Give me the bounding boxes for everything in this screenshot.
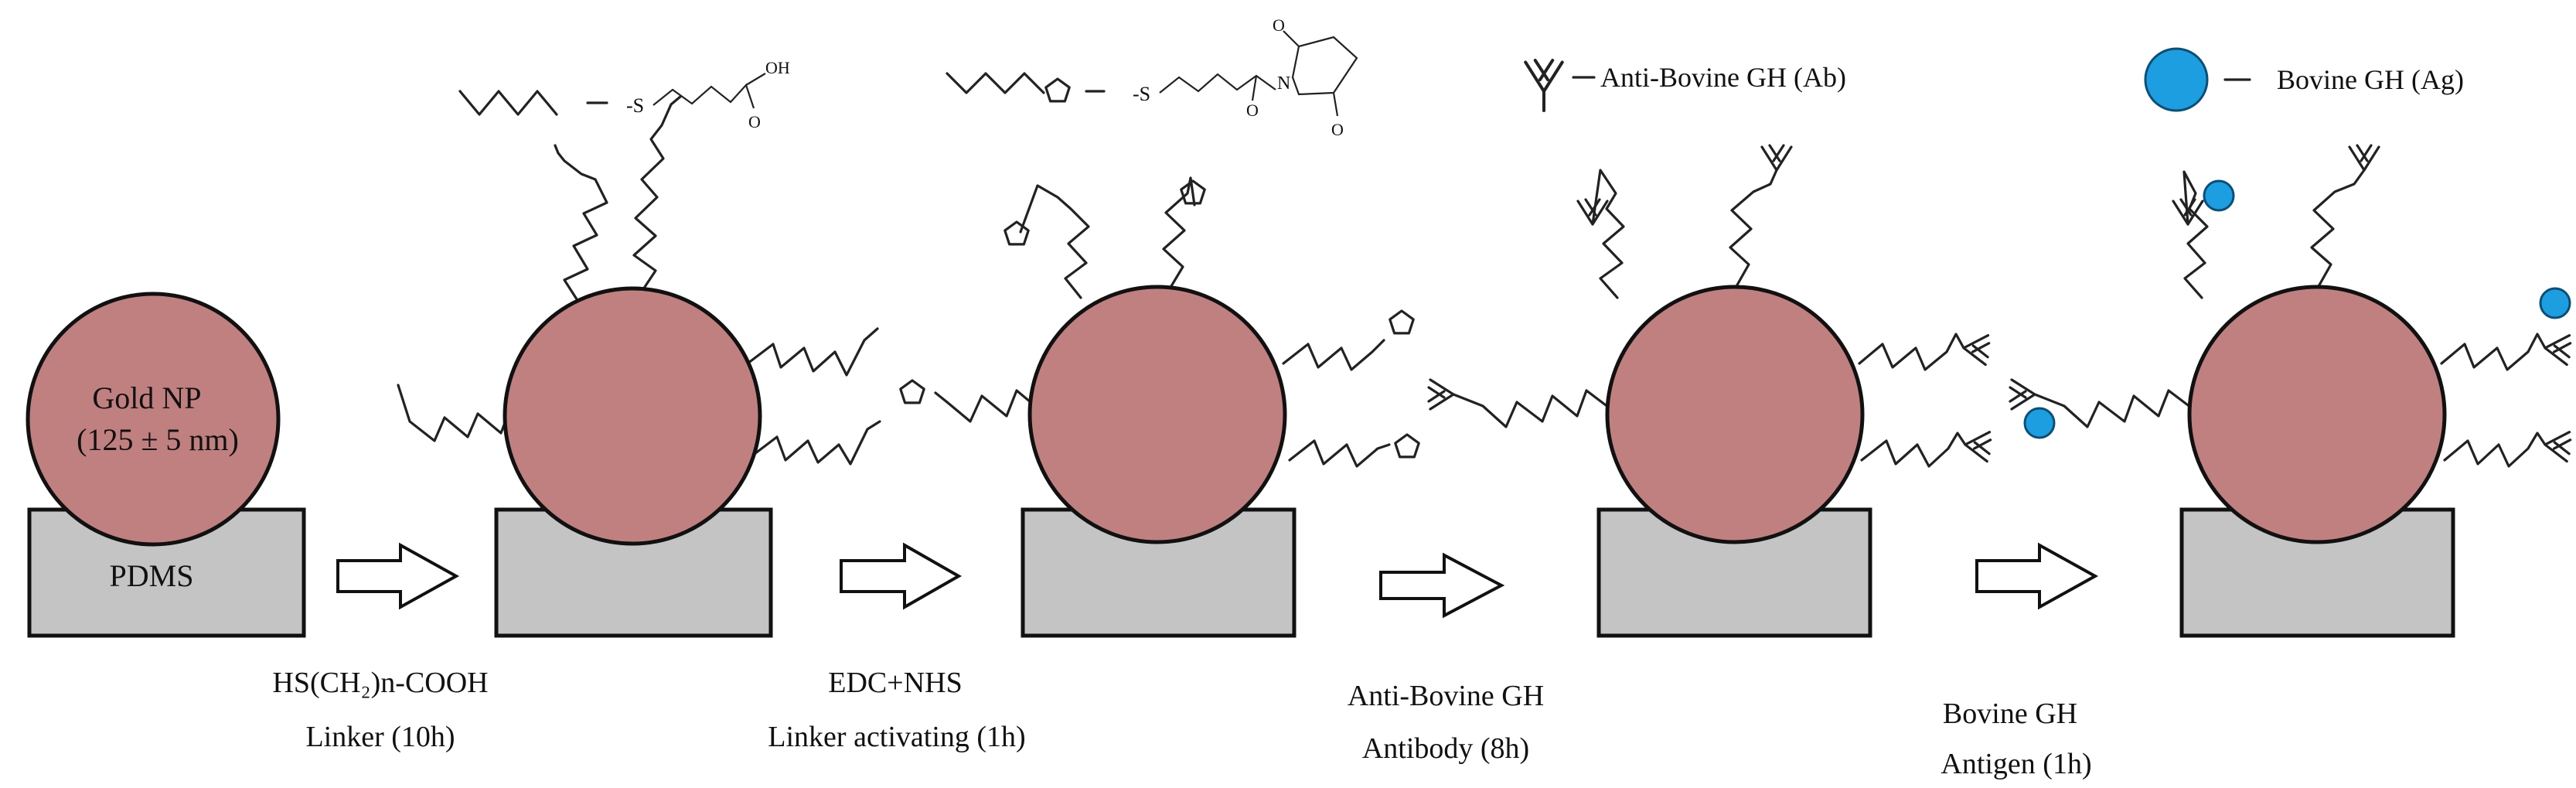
ester-o-label: O: [1246, 101, 1259, 120]
alkyl-chain-symbol: [458, 90, 558, 116]
step-captions: HS(CH₂)n-COOH Linker (10h) EDC+NHS Linke…: [272, 667, 2091, 780]
stage-activated-linker: [899, 176, 1420, 638]
antibody-icon: [1962, 428, 1993, 463]
step-arrow: [840, 542, 963, 610]
nhs-n-label: N: [1277, 73, 1290, 94]
carboxyl-oh-label: OH: [765, 58, 790, 77]
bound-antigen: [2023, 407, 2056, 439]
process-arrows: [336, 542, 2099, 619]
nhs-ester-pentagon: [1394, 433, 1420, 459]
linker-thiol-label: -S: [626, 94, 644, 117]
nhs-ester-pentagon-symbol: [1044, 77, 1071, 103]
step-4-reagent: Bovine GH: [1943, 698, 2077, 730]
step-2-reagent: EDC+NHS: [828, 667, 962, 699]
step-arrow: [1379, 552, 1505, 619]
antibody-linker-chains: [1452, 169, 1967, 468]
pdms-label: PDMS: [110, 558, 194, 593]
linker-chain-structure: [653, 73, 766, 109]
activated-chains: [934, 176, 1391, 468]
stage-antibody: [1427, 144, 1993, 638]
bound-antigen: [2203, 179, 2235, 212]
pdms-substrate: [2179, 507, 2455, 638]
gold-np-size-label: (125 ± 5 nm): [77, 422, 239, 457]
antibody-icon: [2542, 332, 2573, 367]
antigen-legend-label: Bovine GH (Ag): [2277, 64, 2464, 95]
step-1-reagent: HS(CH₂)n-COOH: [272, 667, 488, 699]
pdms-substrate: [1021, 507, 1297, 638]
gold-nanoparticle: [1027, 285, 1287, 544]
nhs-ring-structure: [1283, 30, 1358, 117]
antibody-icon: [2009, 378, 2036, 411]
pdms-substrate: [494, 507, 773, 638]
step-3-description: Antibody (8h): [1362, 732, 1529, 765]
step-arrow: [1975, 542, 2099, 610]
stage-antigen: [2009, 144, 2573, 638]
step-2-description: Linker activating (1h): [768, 721, 1025, 753]
nhs-top-o-label: O: [1273, 15, 1285, 35]
activated-chain-structure: [1159, 73, 1276, 101]
antibody-icon: [2542, 428, 2573, 463]
nhs-ester-pentagon: [1003, 220, 1030, 246]
antibody-icon: [1961, 332, 1992, 367]
gold-nanoparticle: [2187, 285, 2447, 544]
antigen-legend-icon: [2144, 47, 2209, 112]
activated-thiol-label: -S: [1133, 83, 1150, 105]
antibody-icon: [2348, 144, 2380, 172]
gold-nanoparticle: [503, 286, 762, 546]
legend: -S OH O -S O N O O Anti-Bovine GH (Ab) B…: [458, 15, 2464, 139]
carboxyl-o-label: O: [748, 112, 761, 131]
stage-linker: [397, 95, 881, 638]
nhs-ester-pentagon: [1389, 309, 1415, 335]
antibody-legend-icon: [1524, 59, 1564, 112]
antigen-linker-chains: [2033, 169, 2547, 468]
gold-np-label: Gold NP: [92, 380, 201, 415]
stage-bare-nanoparticle: Gold NP (125 ± 5 nm) PDMS: [26, 292, 306, 638]
gold-nanoparticle: [26, 292, 281, 547]
bound-antigen: [2539, 287, 2571, 319]
activated-chain-symbol: [946, 72, 1045, 94]
antibody-icon: [1427, 378, 1455, 411]
antibody-legend-label: Anti-Bovine GH (Ab): [1600, 62, 1846, 93]
nhs-bottom-o-label: O: [1331, 120, 1344, 139]
antibody-icon: [1760, 144, 1793, 172]
step-1-description: Linker (10h): [305, 721, 455, 753]
step-4-description: Antigen (1h): [1941, 748, 2091, 780]
gold-nanoparticle: [1605, 285, 1865, 544]
nhs-ester-pentagon: [899, 379, 925, 404]
step-3-reagent: Anti-Bovine GH: [1348, 680, 1544, 712]
step-arrow: [336, 542, 460, 610]
